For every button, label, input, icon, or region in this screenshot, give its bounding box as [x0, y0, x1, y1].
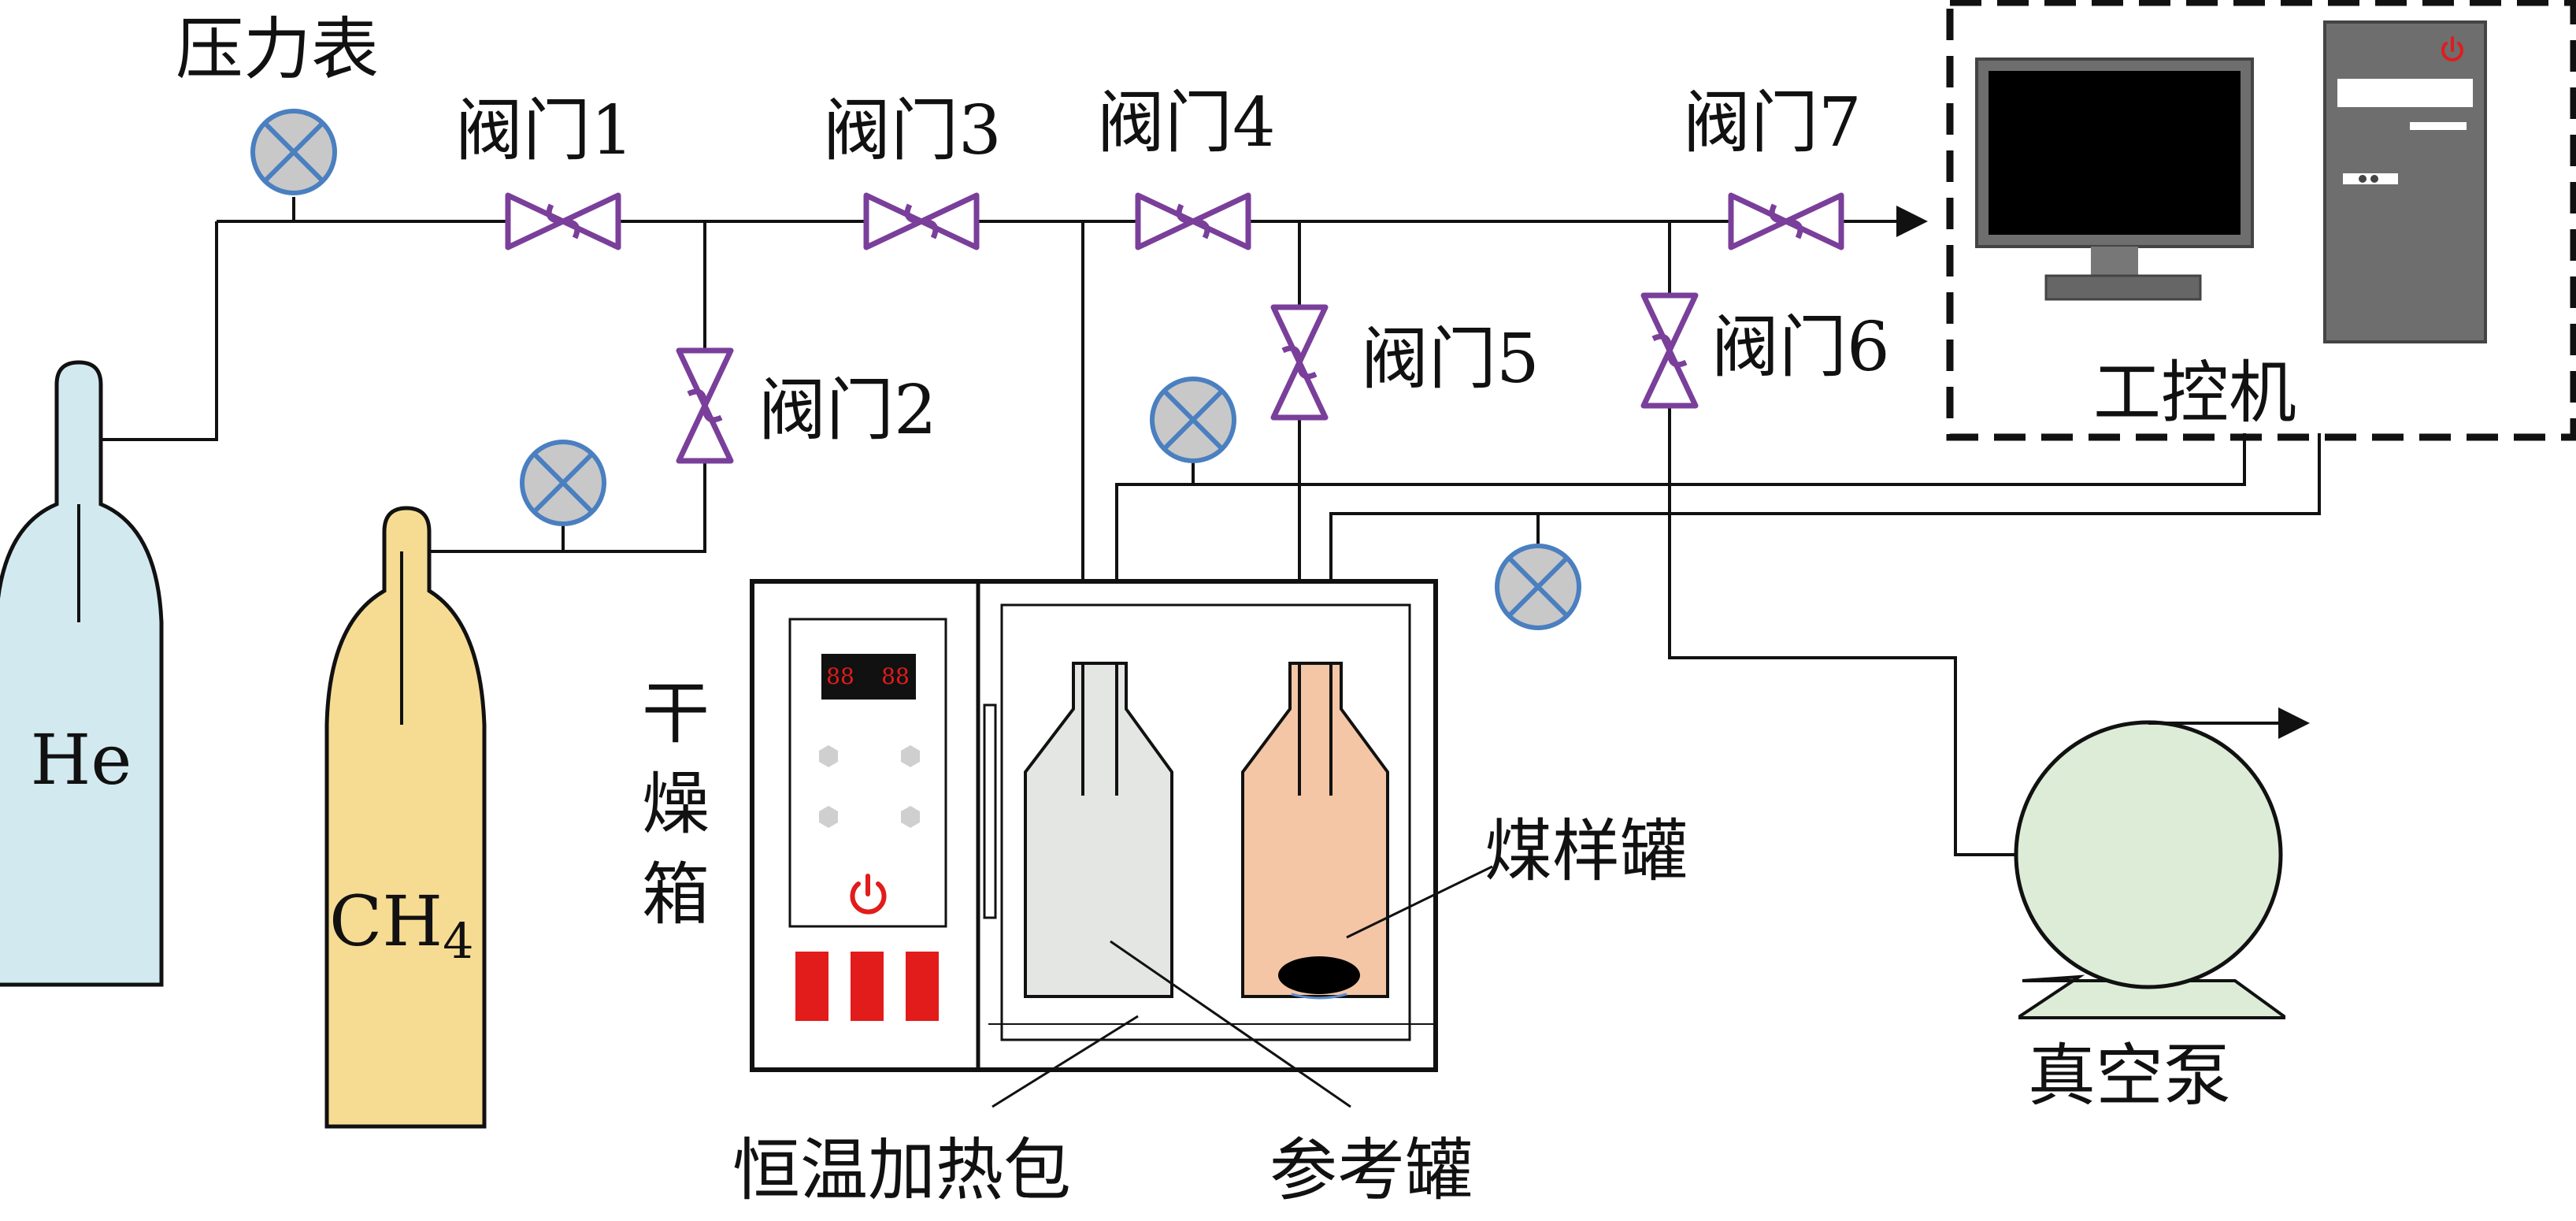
valve-2-label: 阀门2: [758, 371, 937, 450]
vacuum-pump: [2014, 720, 2285, 1019]
control-button: [819, 745, 838, 767]
ch4-pressure-gauge-icon: [520, 440, 606, 526]
coal-sample-tank: [1241, 662, 1389, 1000]
display-left-digits: 88: [826, 663, 854, 689]
coal-tank-label: 煤样罐: [1484, 812, 1688, 891]
drying-box-label-1: 干: [642, 674, 710, 753]
monitor-icon: [1975, 58, 2254, 301]
tower-power-icon: [2441, 36, 2463, 61]
he-label: He: [31, 719, 132, 800]
computer-tower-icon: [2323, 20, 2487, 343]
control-button: [901, 745, 920, 767]
power-icon: [850, 874, 887, 915]
valve-2-icon: [676, 347, 734, 464]
ch4-label: CH4: [329, 881, 474, 970]
pressure-gauge-icon: [250, 109, 337, 195]
ch4-cylinder: CH4: [324, 506, 487, 1129]
leader-lines: [991, 865, 1493, 1108]
reference-tank-label: 参考罐: [1269, 1131, 1473, 1210]
reference-pressure-gauge-icon: [1150, 377, 1236, 463]
valve-6-icon: [1640, 292, 1699, 409]
valve-7-icon: [1728, 192, 1844, 251]
drying-box-label-3: 箱: [642, 855, 710, 934]
temperature-display: [821, 654, 916, 700]
valve-1-icon: [505, 192, 621, 251]
valve-4-label: 阀门4: [1097, 84, 1276, 162]
control-button: [901, 806, 920, 828]
pressure-gauge-label: 压力表: [176, 10, 379, 89]
valve-1-label: 阀门1: [455, 91, 634, 170]
ipc-label: 工控机: [2093, 354, 2296, 432]
valve-3-label: 阀门3: [823, 91, 1002, 170]
display-right-digits: 88: [881, 663, 910, 689]
valve-7-label: 阀门7: [1683, 84, 1862, 162]
indicator-bar: [906, 952, 939, 1021]
heating-pack-label: 恒温加热包: [732, 1131, 1071, 1210]
valve-3-icon: [863, 192, 980, 251]
valve-4-icon: [1135, 192, 1251, 251]
valve-5-label: 阀门5: [1361, 320, 1540, 399]
drying-box-label-2: 燥: [642, 765, 710, 844]
coal-sample: [1278, 956, 1360, 994]
control-button: [819, 806, 838, 828]
vacuum-pump-label: 真空泵: [2028, 1037, 2231, 1115]
indicator-bar: [851, 952, 884, 1021]
he-cylinder: He: [0, 360, 164, 987]
indicator-bar: [795, 952, 828, 1021]
ipc-enclosure: [1946, 0, 2576, 441]
valve-6-label: 阀门6: [1711, 308, 1890, 387]
valve-5-icon: [1270, 304, 1329, 421]
reference-tank: [1024, 662, 1173, 998]
coal-pressure-gauge-icon: [1495, 544, 1581, 630]
